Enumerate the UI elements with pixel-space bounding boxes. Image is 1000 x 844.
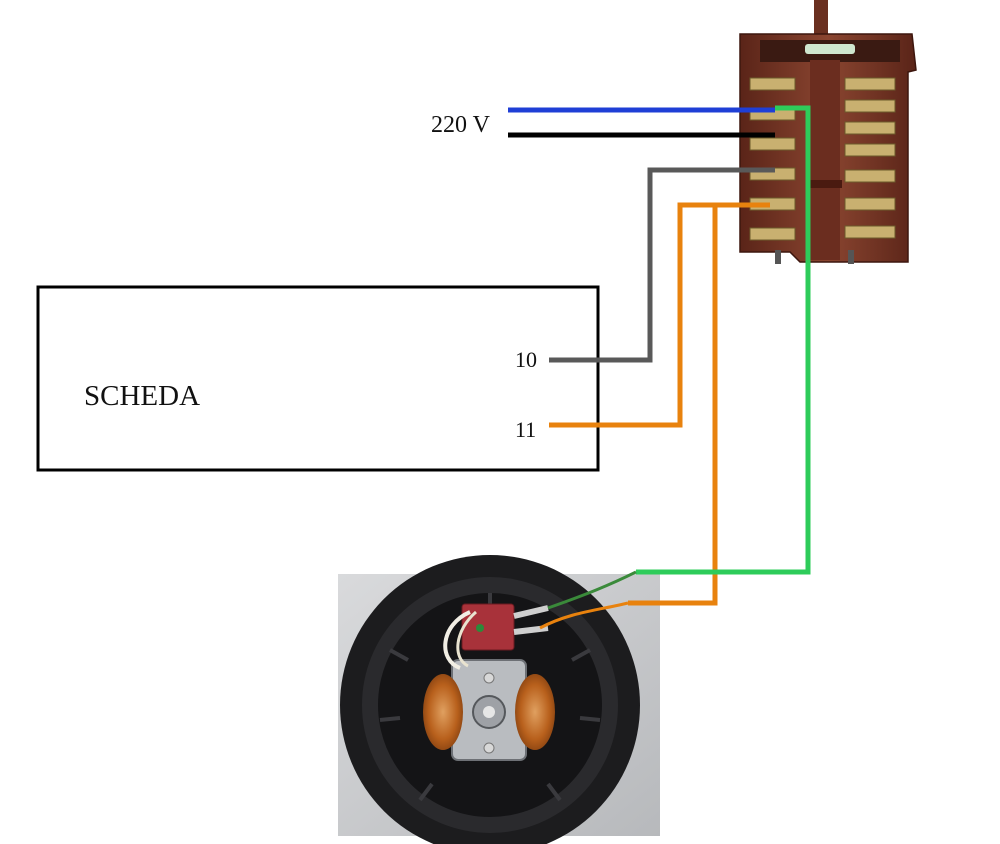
fan-motor-photo [338, 555, 660, 844]
orange-wire-board [549, 202, 770, 428]
wires [508, 105, 811, 630]
grey-wire [549, 167, 775, 363]
board-label: SCHEDA [84, 380, 200, 412]
pin-11-label: 11 [515, 417, 536, 442]
pin-10-label: 10 [515, 347, 537, 372]
control-board: SCHEDA 10 11 [36, 285, 600, 472]
rotary-switch [739, 0, 917, 264]
right-contacts [844, 77, 896, 239]
green-wire [636, 105, 811, 575]
voltage-label: 220 V [431, 112, 491, 138]
orange-wire-motor [628, 205, 718, 606]
